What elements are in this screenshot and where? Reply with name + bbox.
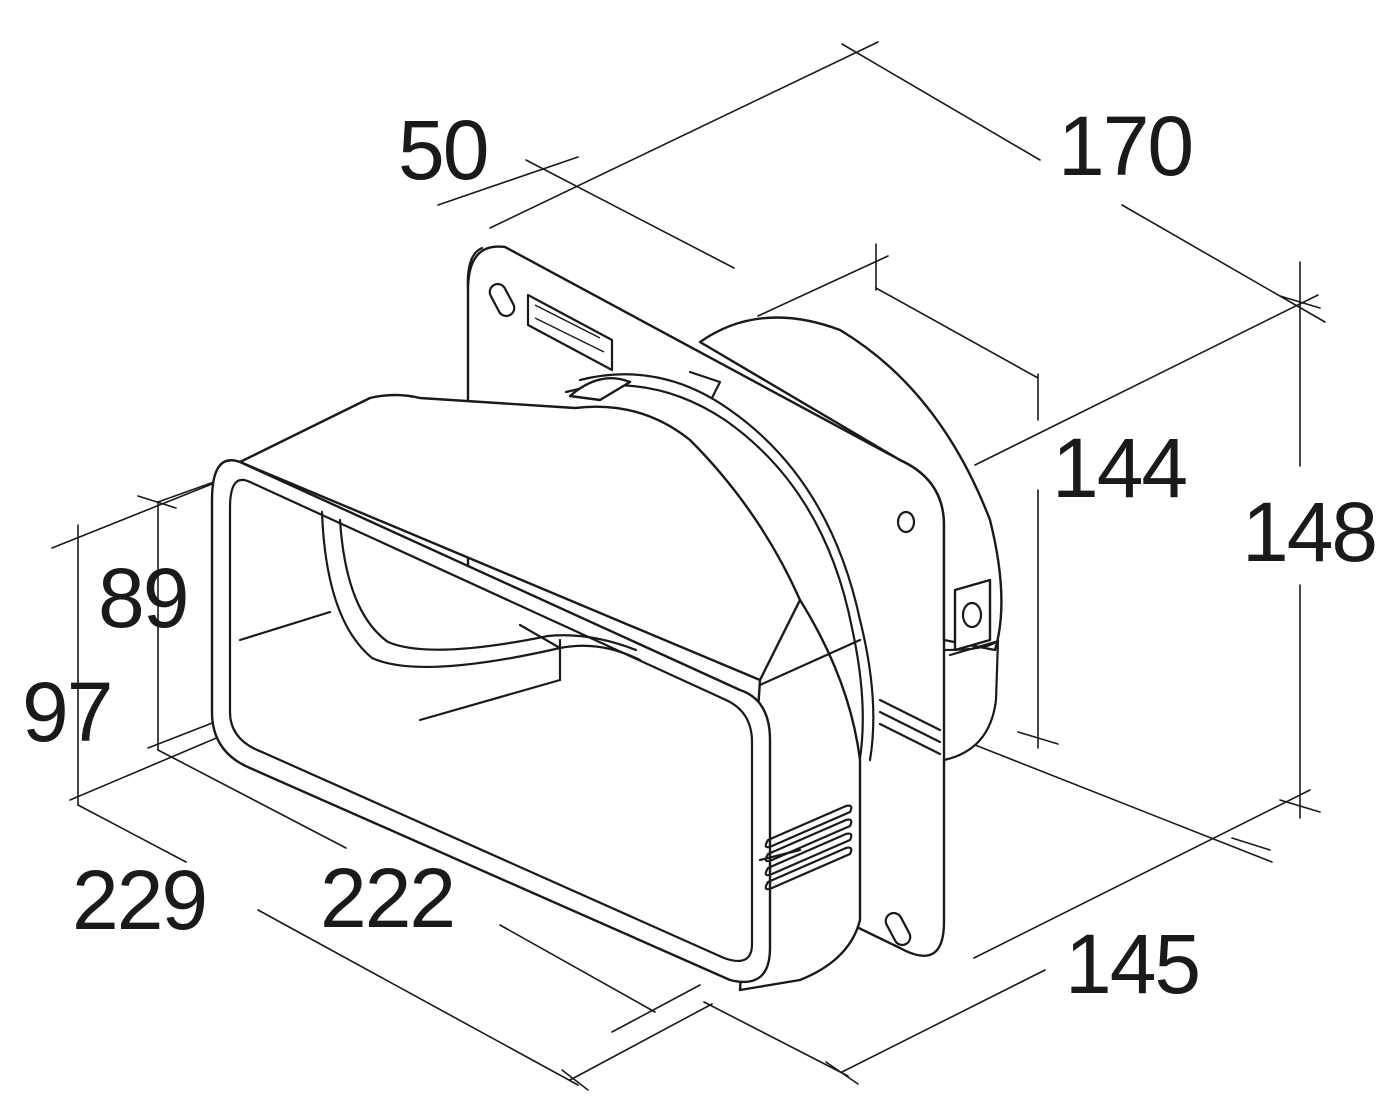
dimension-229: 229 [72, 853, 208, 947]
rectangular-duct [210, 393, 942, 992]
vent-ribs [764, 698, 942, 891]
dimension-97: 97 [22, 665, 113, 759]
dimension-89: 89 [98, 551, 189, 645]
dimension-148: 148 [1242, 485, 1378, 579]
round-spigot [698, 316, 1003, 762]
dimension-144: 144 [1052, 421, 1188, 515]
dimension-170: 170 [1058, 99, 1194, 193]
dimension-145: 145 [1065, 917, 1201, 1011]
dimension-222: 222 [320, 851, 456, 945]
dimension-50: 50 [398, 103, 489, 197]
flange-ring [564, 370, 875, 772]
brand-label [526, 293, 614, 372]
